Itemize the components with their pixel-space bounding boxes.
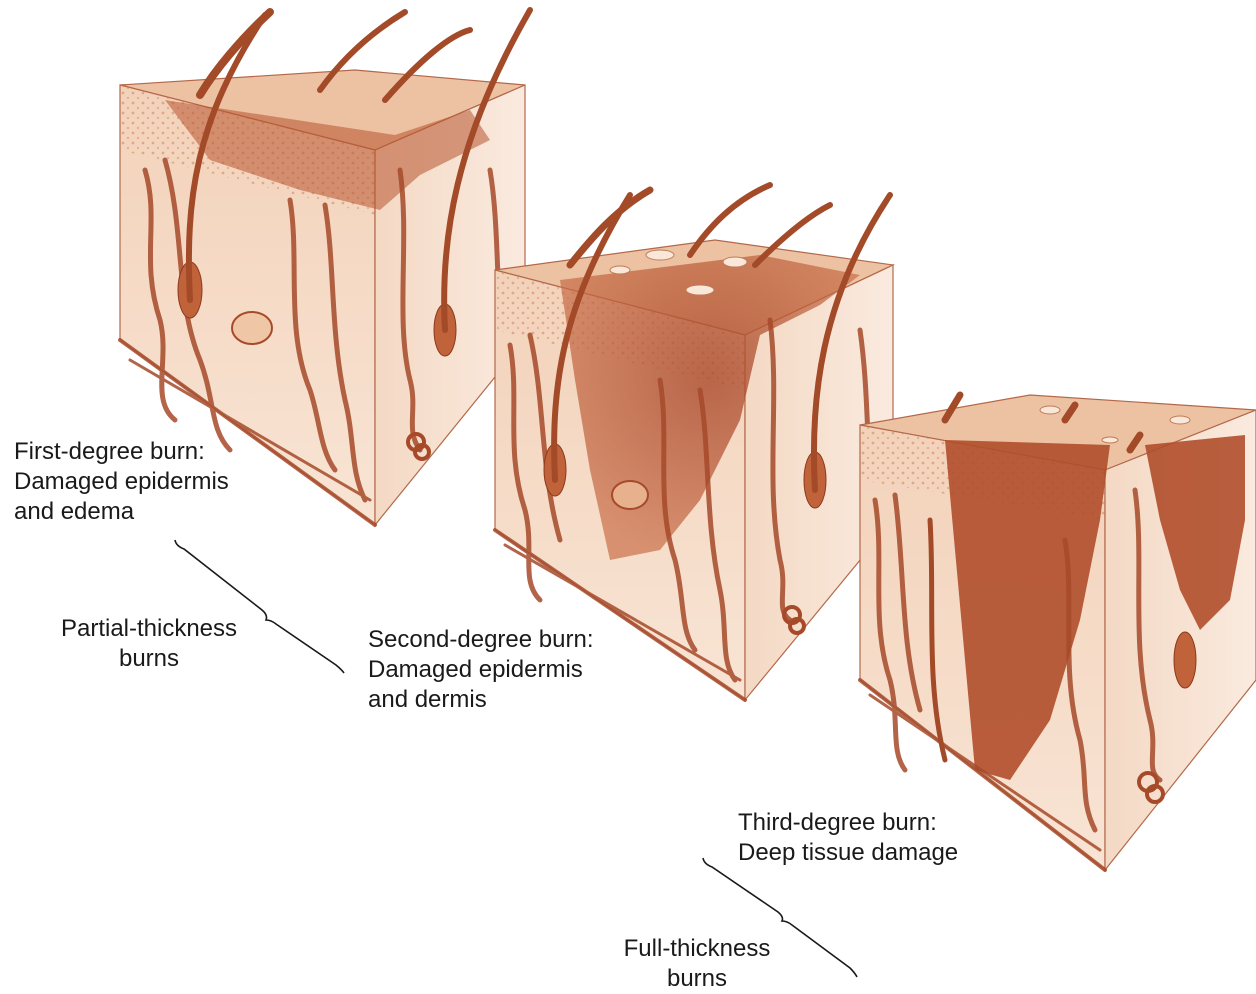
third-degree-label-line2: Deep tissue damage: [738, 838, 958, 868]
second-degree-label-line1: Second-degree burn:: [368, 625, 594, 655]
full-thickness-label-line2: burns: [610, 964, 784, 994]
second-degree-label-line3: and dermis: [368, 685, 594, 715]
first-degree-label-line1: First-degree burn:: [14, 437, 229, 467]
full-thickness-label: Full-thickness burns: [610, 934, 784, 994]
third-degree-label: Third-degree burn: Deep tissue damage: [738, 808, 958, 868]
partial-thickness-label-line1: Partial-thickness: [48, 614, 250, 644]
block2-sweat-gland: [612, 481, 648, 509]
first-degree-label-line2: Damaged epidermis: [14, 467, 229, 497]
full-thickness-label-line1: Full-thickness: [610, 934, 784, 964]
partial-thickness-label-line2: burns: [48, 644, 250, 674]
second-degree-skin-block: [495, 185, 893, 700]
first-degree-label-line3: and edema: [14, 497, 229, 527]
first-degree-label: First-degree burn: Damaged epidermis and…: [14, 437, 229, 527]
second-degree-label: Second-degree burn: Damaged epidermis an…: [368, 625, 594, 715]
third-degree-label-line1: Third-degree burn:: [738, 808, 958, 838]
third-degree-skin-block: [860, 395, 1256, 870]
partial-thickness-label: Partial-thickness burns: [48, 614, 250, 674]
block1-sweat-gland: [232, 312, 272, 344]
second-degree-label-line2: Damaged epidermis: [368, 655, 594, 685]
